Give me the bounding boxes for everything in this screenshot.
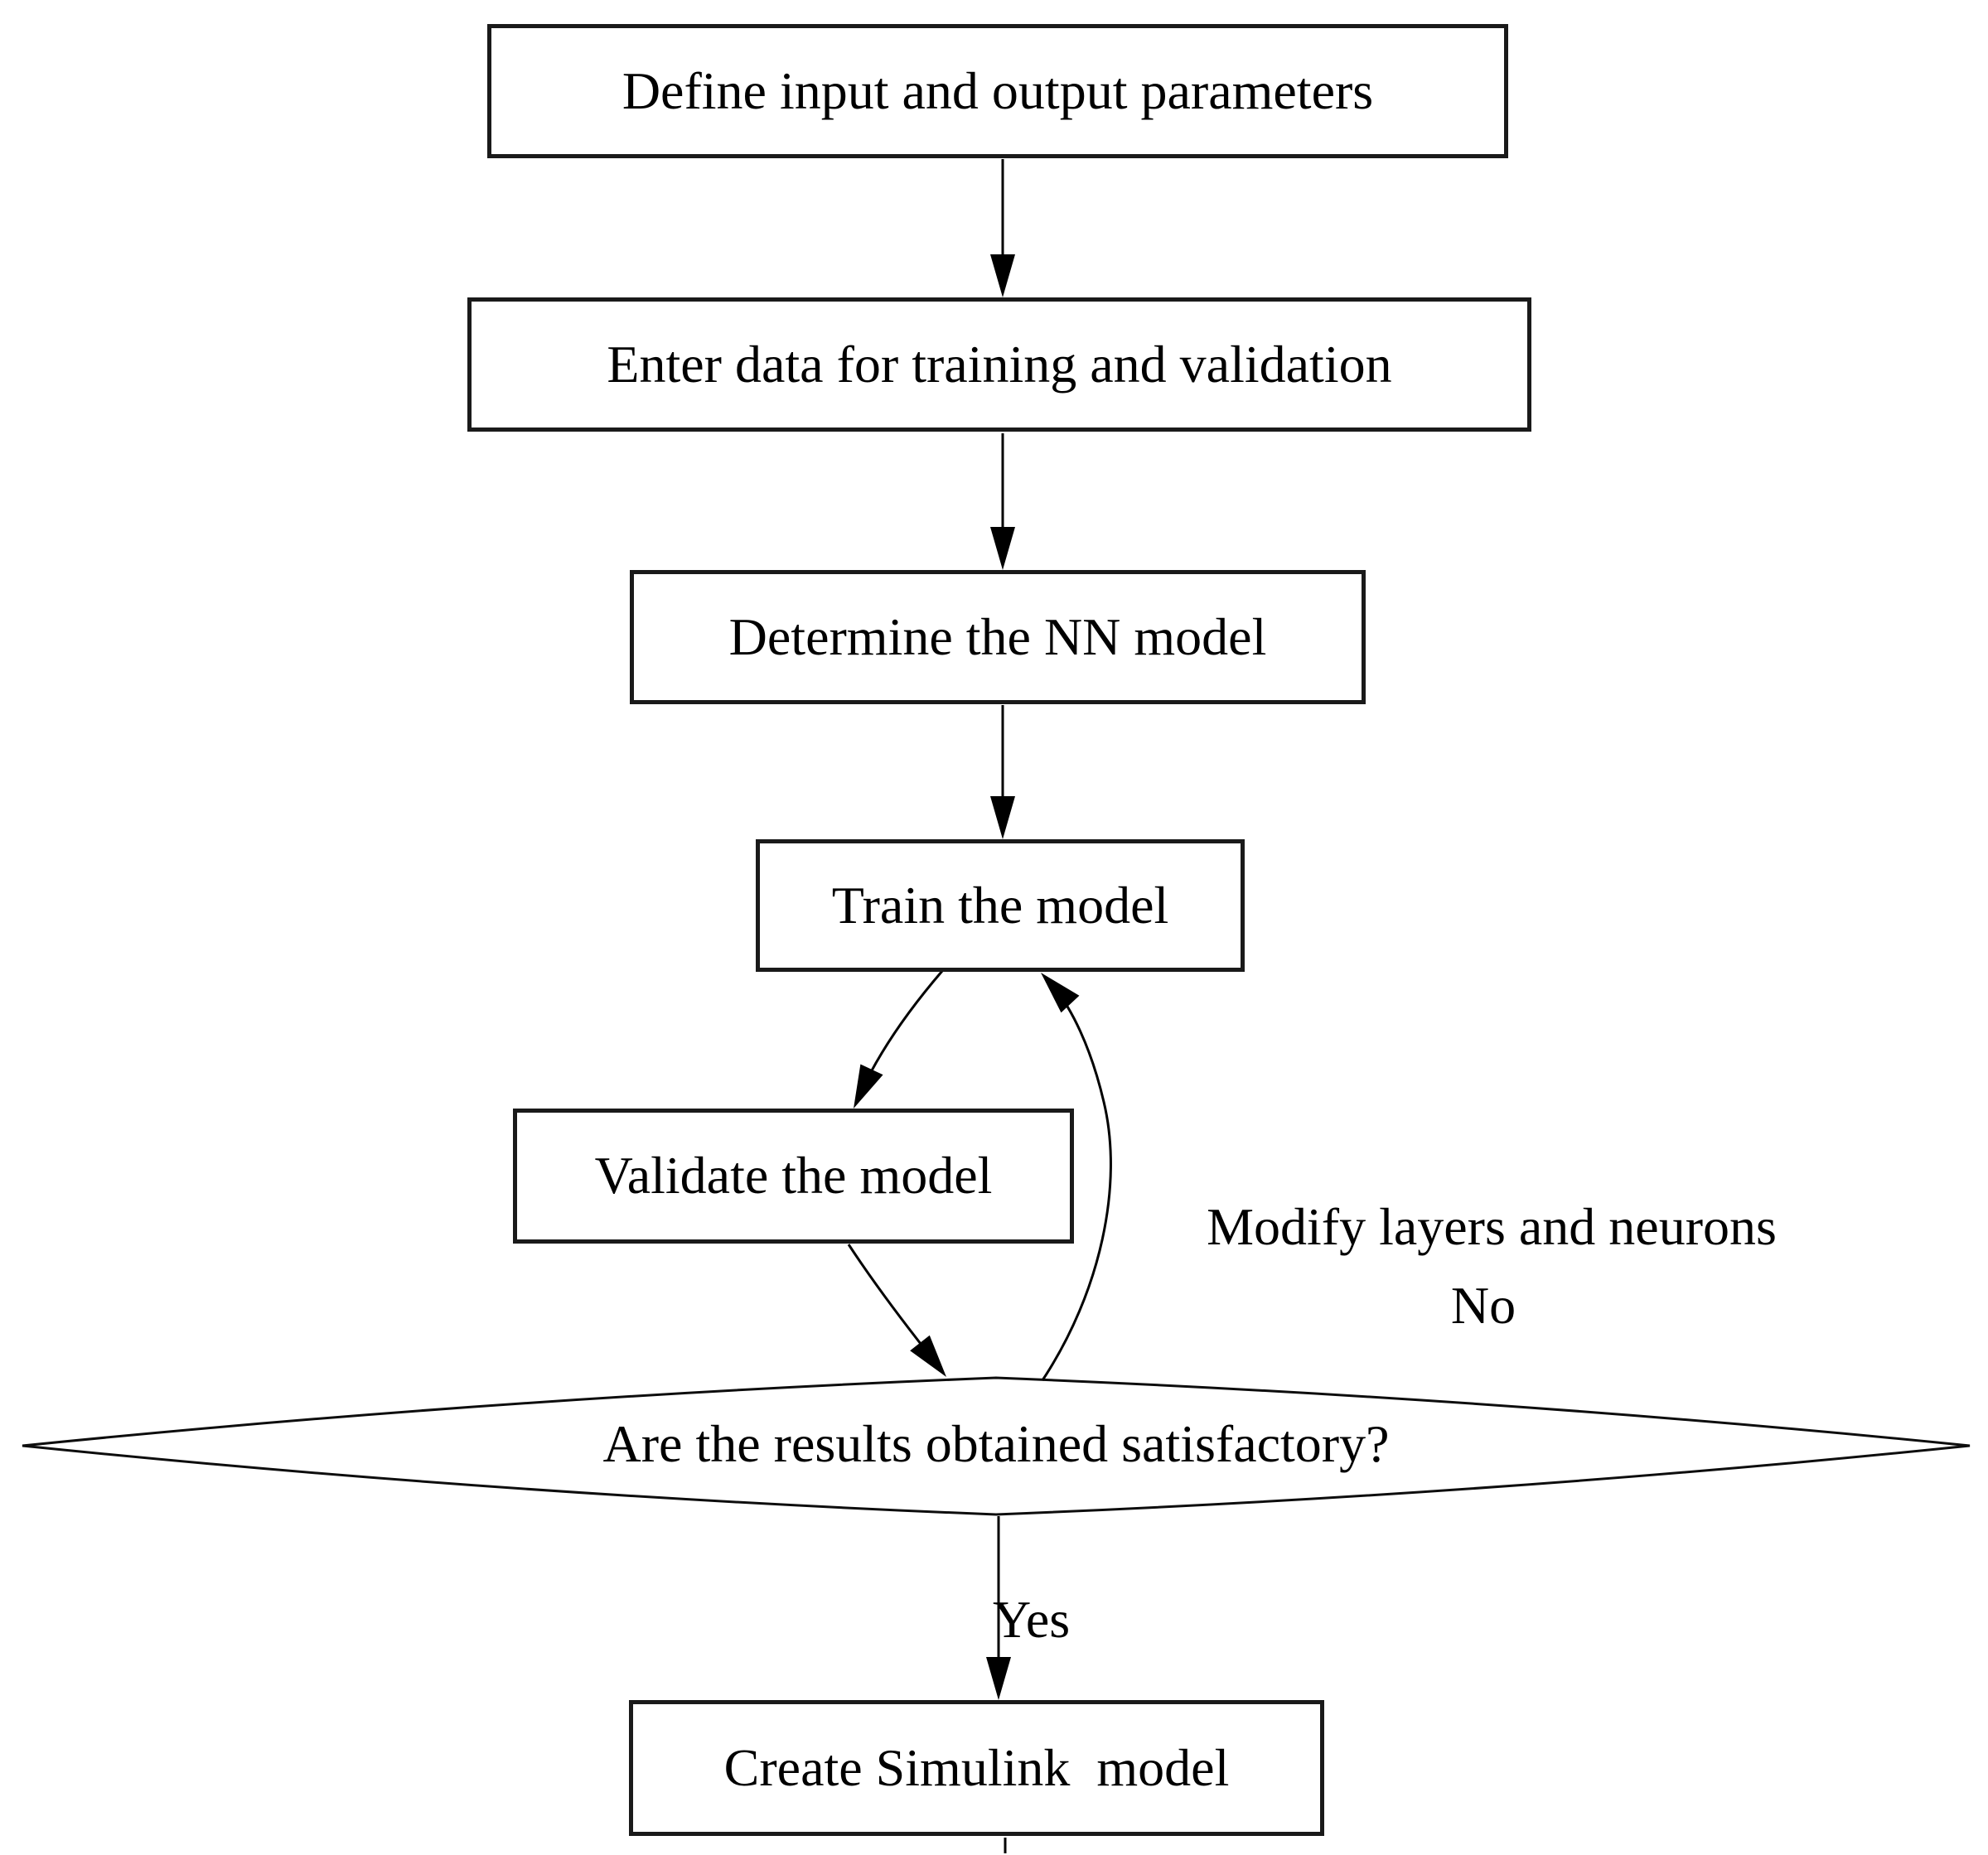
arrow-decision-yes bbox=[986, 1516, 1011, 1700]
node-validate-model-label: Validate the model bbox=[594, 1146, 993, 1205]
arrow-enter-to-determine bbox=[990, 433, 1015, 570]
node-train-model-label: Train the model bbox=[831, 875, 1169, 935]
node-train-model: Train the model bbox=[756, 839, 1245, 972]
node-validate-model: Validate the model bbox=[513, 1109, 1074, 1244]
decision-question-label: Are the results obtained satisfactory? bbox=[602, 1414, 1390, 1473]
node-determine-nn-model: Determine the NN model bbox=[630, 570, 1366, 704]
arrow-determine-to-train bbox=[990, 705, 1015, 839]
node-enter-training-data-label: Enter data for training and validation bbox=[607, 334, 1392, 394]
label-no: No bbox=[1450, 1276, 1516, 1335]
arrow-validate-to-decision bbox=[847, 1244, 946, 1377]
node-create-simulink-model-label: Create Simulink model bbox=[723, 1737, 1230, 1797]
label-yes: Yes bbox=[993, 1590, 1071, 1649]
node-define-io-parameters-label: Define input and output parameters bbox=[622, 60, 1374, 120]
decision-diamond-shape bbox=[22, 1376, 1971, 1516]
arrow-train-to-validate bbox=[854, 970, 944, 1109]
label-modify-layers-neurons: Modify layers and neurons bbox=[1207, 1197, 1777, 1256]
node-define-io-parameters: Define input and output parameters bbox=[487, 24, 1508, 158]
node-create-simulink-model: Create Simulink model bbox=[629, 1700, 1324, 1836]
node-enter-training-data: Enter data for training and validation bbox=[467, 297, 1531, 432]
arrow-decision-no-loop bbox=[1041, 973, 1112, 1381]
node-determine-nn-model-label: Determine the NN model bbox=[728, 606, 1267, 666]
arrow-define-to-enter bbox=[990, 159, 1015, 297]
